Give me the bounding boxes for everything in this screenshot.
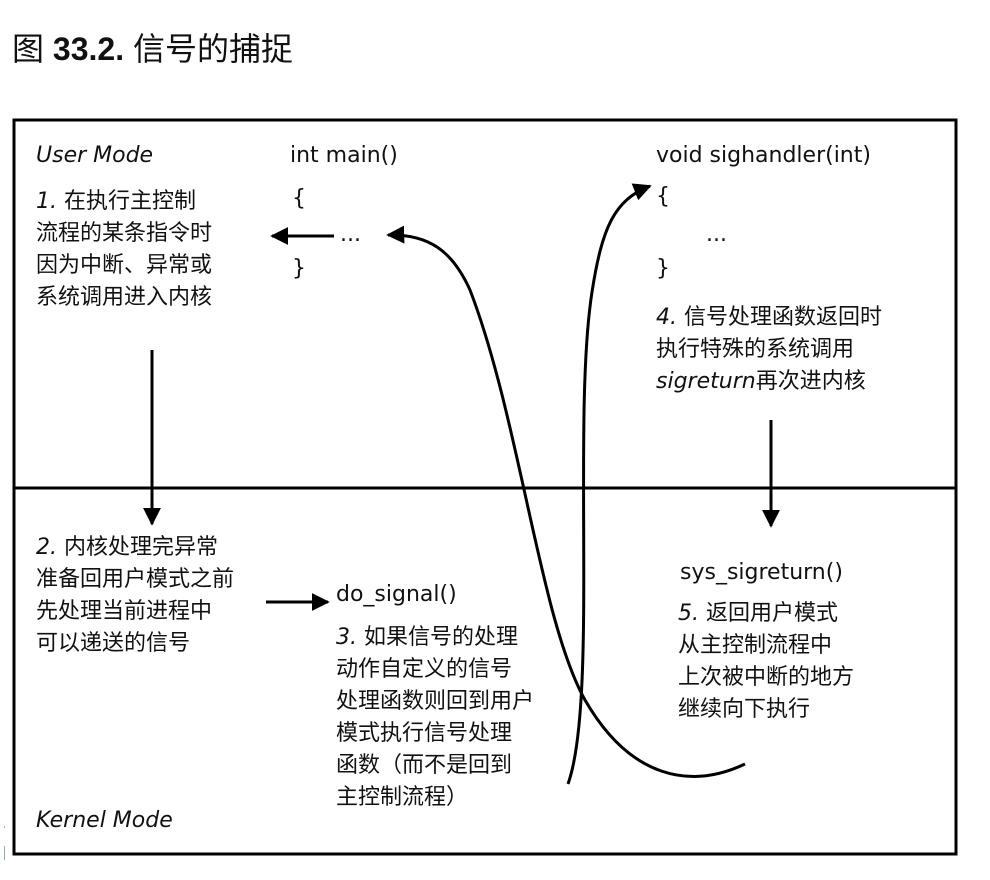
step5-line: 返回用户模式 — [706, 601, 839, 626]
text-cursor-mark — [4, 826, 5, 828]
step3-line: 如果信号的处理 — [364, 625, 519, 650]
step1-line: 在执行主控制 — [64, 189, 197, 214]
step5-line: 从主控制流程中 — [678, 633, 833, 658]
step2-number: 2. — [36, 535, 57, 560]
step2-line: 先处理当前进程中 — [36, 599, 213, 624]
caption-title: 信号的捕捉 — [124, 31, 293, 67]
sigreturn-name: sigreturn — [656, 369, 756, 394]
main-close-brace: } — [292, 256, 306, 281]
do-signal-label: do_signal() — [336, 582, 457, 607]
step2-text: 2. 内核处理完异常 准备回用户模式之前 先处理当前进程中 可以递送的信号 — [36, 532, 234, 660]
step2-line: 内核处理完异常 — [64, 535, 219, 560]
user-mode-label: User Mode — [36, 143, 154, 168]
step1-text: 1. 在执行主控制 流程的某条指令时 因为中断、异常或 系统调用进入内核 — [36, 186, 212, 314]
step4-line: 执行特殊的系统调用 — [656, 337, 855, 362]
step4-tail: 再次进内核 — [755, 369, 866, 394]
step1-number: 1. — [36, 189, 57, 214]
step1-line: 因为中断、异常或 — [36, 253, 213, 278]
step3-line: 模式执行信号处理 — [336, 721, 513, 746]
kernel-mode-label: Kernel Mode — [36, 808, 173, 833]
step1-line: 系统调用进入内核 — [36, 285, 213, 310]
step3-line: 动作自定义的信号 — [336, 657, 513, 682]
arrow-return-to-main — [386, 225, 746, 778]
step5-line: 上次被中断的地方 — [678, 665, 855, 690]
step3-line: 处理函数则回到用户 — [336, 689, 535, 714]
caption-prefix: 图 — [12, 31, 53, 67]
step4-line: 信号处理函数返回时 — [684, 305, 883, 330]
step3-text: 3. 如果信号的处理 动作自定义的信号 处理函数则回到用户 模式执行信号处理 函… — [336, 622, 534, 814]
step3-number: 3. — [336, 625, 357, 650]
step5-text: 5. 返回用户模式 从主控制流程中 上次被中断的地方 继续向下执行 — [678, 598, 854, 726]
handler-body-ellipsis: ... — [706, 222, 727, 247]
handler-open-brace: { — [656, 184, 670, 209]
main-open-brace: { — [292, 186, 306, 211]
step3-line: 函数（而不是回到 — [336, 753, 513, 778]
caption-number: 33.2. — [52, 31, 125, 67]
step3-line: 主控制流程） — [336, 785, 469, 810]
step4-text: 4. 信号处理函数返回时 执行特殊的系统调用 sigreturn再次进内核 — [656, 302, 882, 398]
step2-line: 准备回用户模式之前 — [36, 567, 235, 592]
text-cursor-bar — [4, 846, 5, 860]
step5-number: 5. — [678, 601, 699, 626]
step2-line: 可以递送的信号 — [36, 631, 191, 656]
sys-sigreturn-label: sys_sigreturn() — [680, 560, 843, 585]
handler-close-brace: } — [656, 256, 670, 281]
step1-line: 流程的某条指令时 — [36, 221, 213, 246]
figure-caption: 图 33.2. 信号的捕捉 — [12, 30, 293, 68]
main-body-ellipsis: ... — [340, 222, 361, 247]
handler-signature: void sighandler(int) — [656, 143, 871, 168]
main-signature: int main() — [290, 143, 398, 168]
step4-number: 4. — [656, 305, 677, 330]
step5-line: 继续向下执行 — [678, 697, 811, 722]
